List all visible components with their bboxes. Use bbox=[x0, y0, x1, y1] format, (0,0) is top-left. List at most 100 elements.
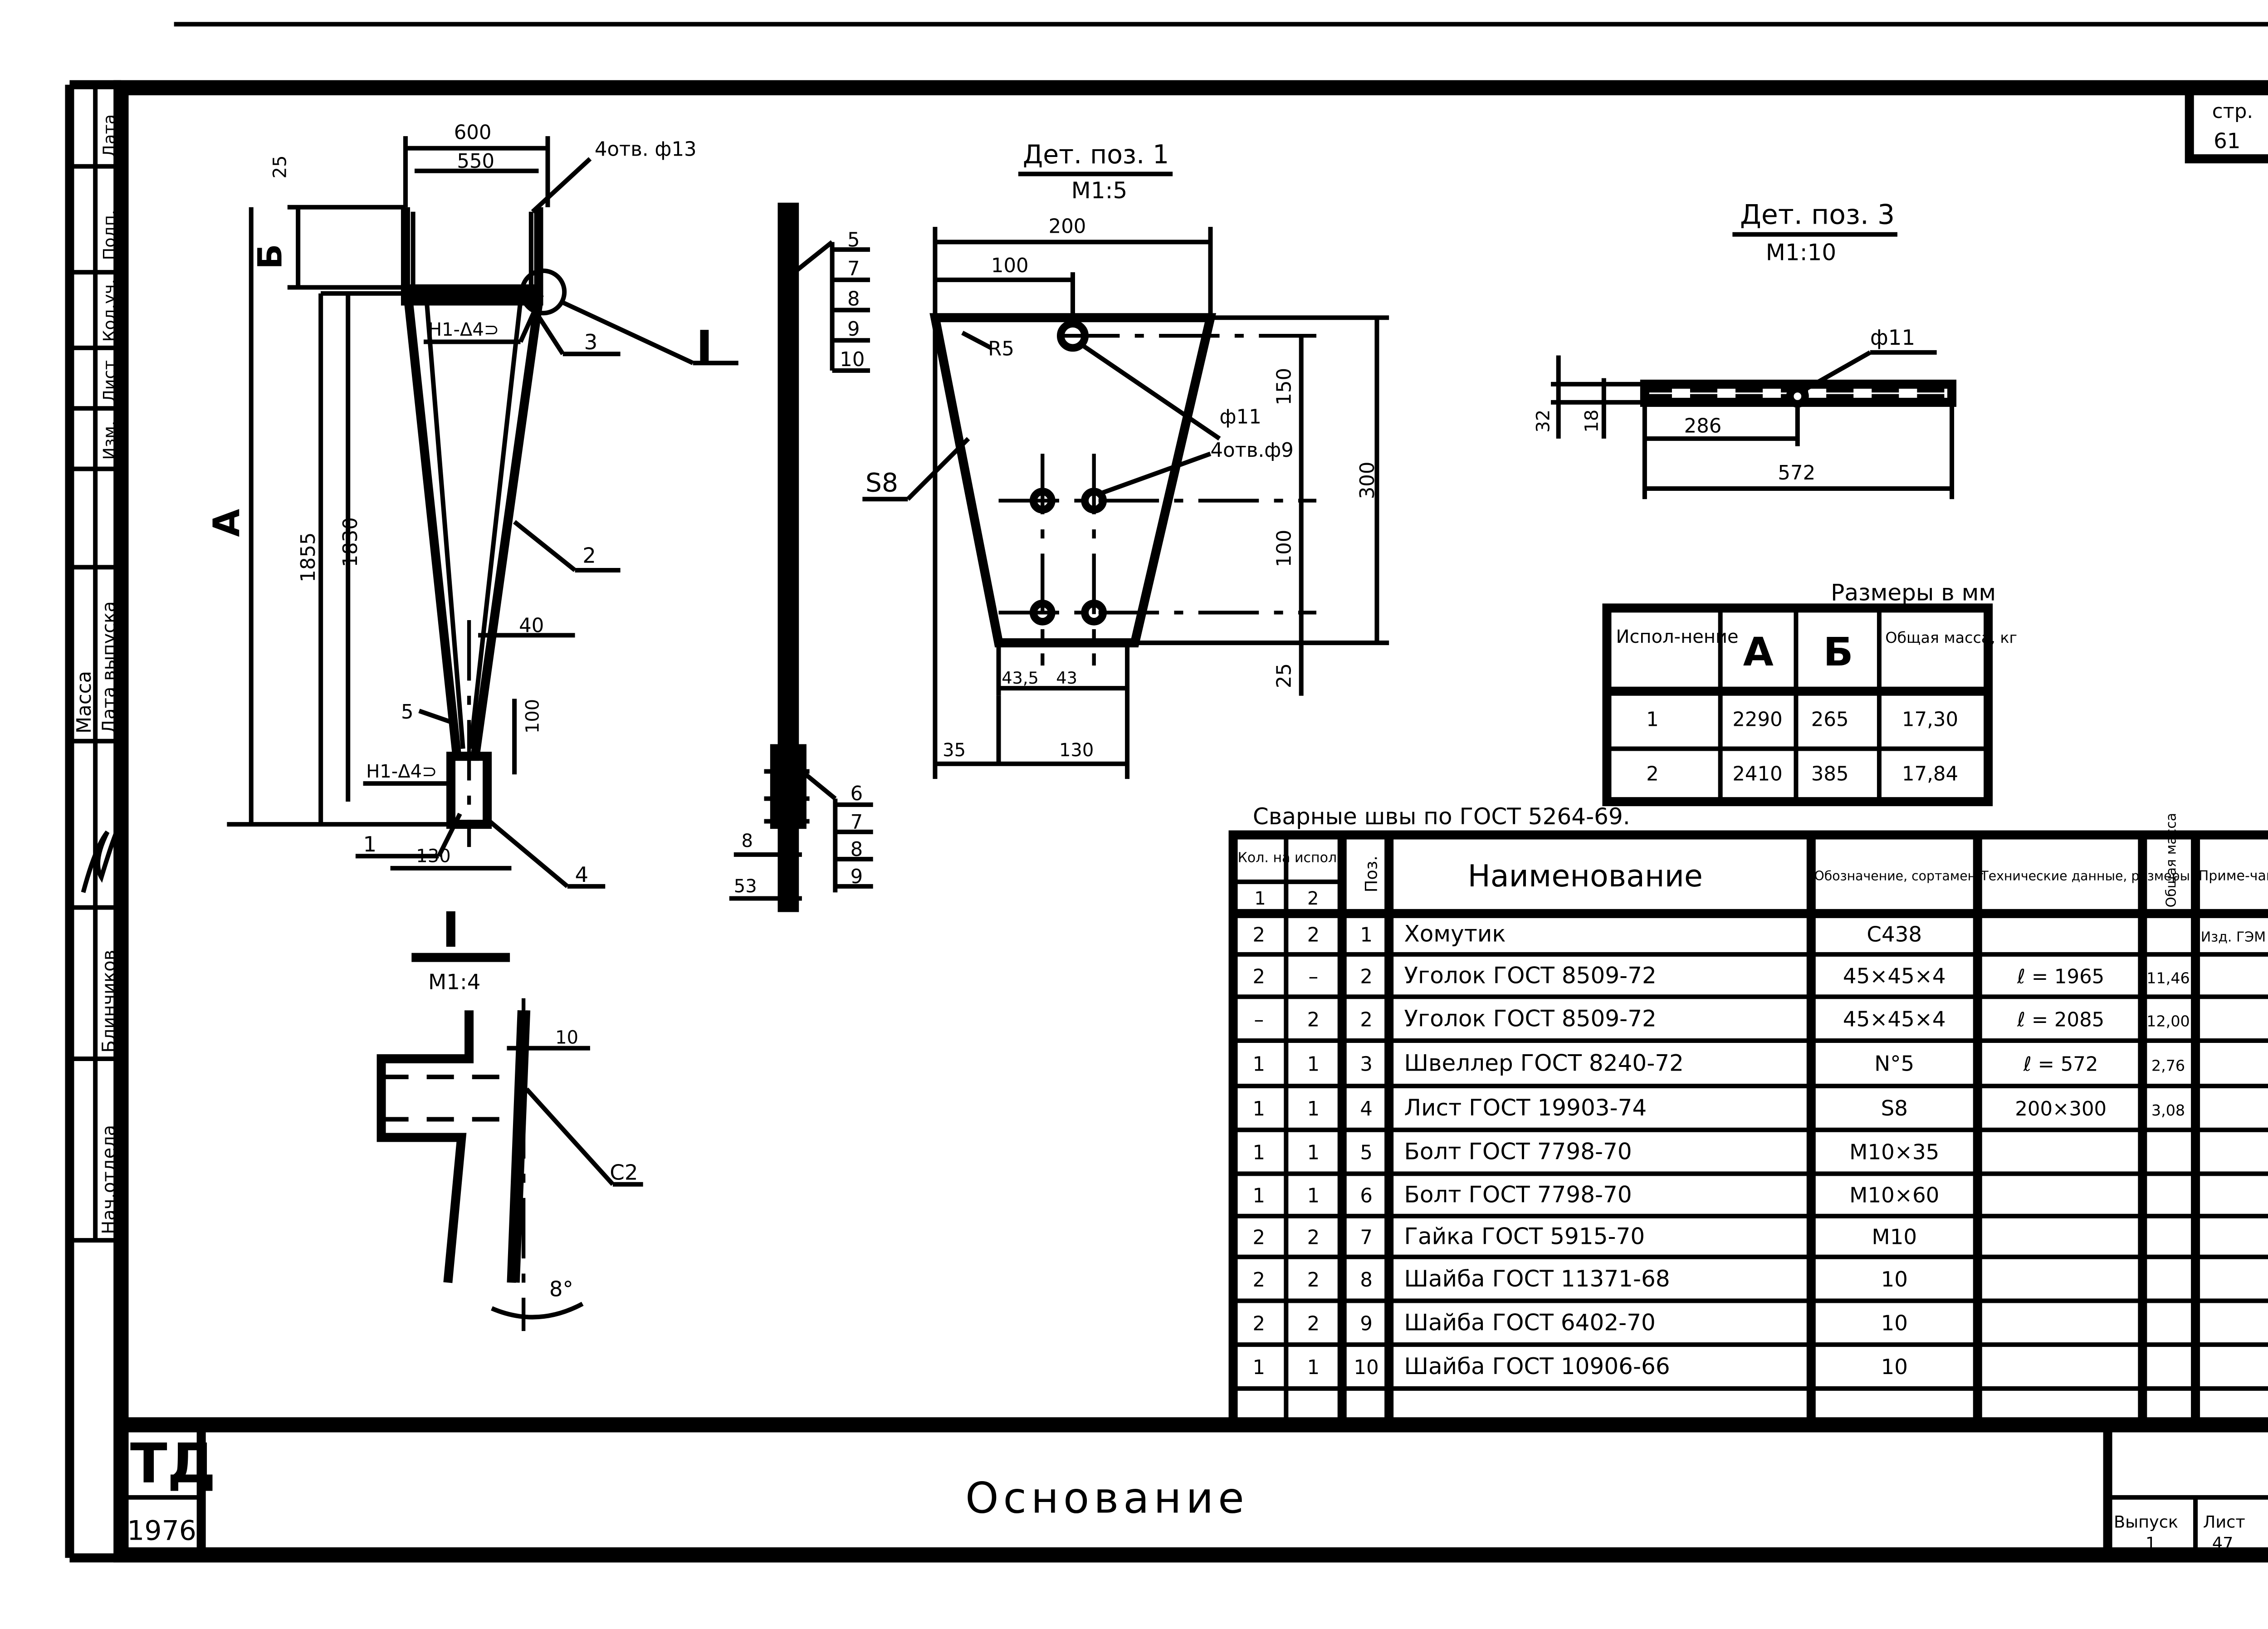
bom-cell-pos: 6 bbox=[1360, 1185, 1373, 1208]
bom-cell-qty2: 1 bbox=[1307, 1356, 1320, 1379]
title-block: ТД 1976 Основание Выпуск 1 Лист 47 bbox=[121, 1417, 2268, 1555]
side-callout-bottom-9: 9 bbox=[850, 866, 863, 888]
detail-3-scale: М1:10 bbox=[1766, 240, 1837, 266]
callout-detail-I: I bbox=[696, 321, 713, 374]
bom-cell-name: Шайба ГОСТ 11371-68 bbox=[1404, 1266, 1670, 1292]
title-sheet-label: Лист bbox=[2203, 1512, 2245, 1532]
detail-I-angle: 8° bbox=[549, 1277, 573, 1301]
detail-3-f11: ф11 bbox=[1870, 326, 1915, 350]
size-table-caption: Размеры в мм bbox=[1831, 580, 1996, 606]
bom-cell-qty2: 2 bbox=[1307, 1226, 1320, 1249]
dim-25: 25 bbox=[269, 156, 290, 179]
size-row-2-A: 2410 bbox=[1732, 763, 1782, 785]
detail-I: I М1:4 10 С2 8° bbox=[376, 902, 643, 1331]
size-header-B: Б bbox=[1823, 630, 1853, 675]
bom-cell-designation: 10 bbox=[1881, 1355, 1908, 1380]
detail-3-dim-18: 18 bbox=[1581, 410, 1602, 433]
bom-cell-designation: 10 bbox=[1881, 1267, 1908, 1292]
size-row-2-variant: 2 bbox=[1646, 763, 1659, 785]
detail-pos-1: Дет. поз. 1 М1:5 200 100 R5 ф11 4отв.ф9 … bbox=[862, 140, 1389, 779]
bom-cell-note: Изд. ГЭМ bbox=[2201, 929, 2266, 945]
detail-1-dim-25: 25 bbox=[1273, 663, 1295, 688]
detail-I-dim-10: 10 bbox=[555, 1027, 578, 1048]
stamp-label-name: Блинчиков bbox=[99, 950, 120, 1053]
bom-cell-pos: 8 bbox=[1360, 1269, 1373, 1291]
bom-cell-qty2: 1 bbox=[1307, 1185, 1320, 1208]
title-issue-label: Выпуск bbox=[2114, 1512, 2178, 1532]
bom-cell-tech: 200×300 bbox=[2015, 1098, 2107, 1120]
signature-mark bbox=[81, 830, 119, 893]
bom-cell-tech: ℓ = 1965 bbox=[2017, 965, 2104, 988]
bom-cell-pos: 5 bbox=[1360, 1142, 1373, 1164]
bom-cell-name: Болт ГОСТ 7798-70 bbox=[1404, 1139, 1632, 1165]
bom-cell-qty1: – bbox=[1254, 1008, 1264, 1031]
page-number: 61 bbox=[2214, 129, 2240, 154]
bom-cell-designation: 45×45×4 bbox=[1843, 1007, 1946, 1032]
bom-cell-name: Уголок ГОСТ 8509-72 bbox=[1404, 1005, 1657, 1032]
size-header-variant: Испол-нение bbox=[1616, 626, 1739, 647]
detail-1-holes: 4отв.ф9 bbox=[1211, 439, 1294, 462]
bom-cell-mass: 3,08 bbox=[2151, 1101, 2185, 1119]
bom-cell-qty1: 2 bbox=[1252, 924, 1265, 947]
stamp-label-mass: Масса bbox=[73, 671, 96, 734]
bom-cell-mass: 12,00 bbox=[2146, 1012, 2190, 1030]
bom-cell-qty1: 2 bbox=[1252, 1269, 1265, 1291]
bom-cell-pos: 2 bbox=[1360, 1008, 1373, 1031]
bom-cell-designation: М10×60 bbox=[1849, 1184, 1939, 1208]
title-sheet: 47 bbox=[2212, 1533, 2234, 1553]
detail-1-s8: S8 bbox=[865, 468, 898, 498]
detail-1-dim-300: 300 bbox=[1356, 462, 1379, 499]
dim-label-A: А bbox=[205, 509, 248, 537]
title-issue: 1 bbox=[2146, 1533, 2156, 1553]
detail-I-scale: М1:4 bbox=[428, 970, 480, 995]
bom-cell-name: Шайба ГОСТ 6402-70 bbox=[1404, 1309, 1656, 1335]
bom-cell-name: Швеллер ГОСТ 8240-72 bbox=[1404, 1050, 1684, 1076]
callout-pos-2: 2 bbox=[582, 543, 596, 568]
stamp-label-list: Лист bbox=[100, 360, 119, 402]
stamp-label-head: Нач.отдела bbox=[99, 1125, 120, 1234]
bom-cell-pos: 4 bbox=[1360, 1098, 1373, 1120]
bom-header-note: Приме-чание bbox=[2199, 868, 2268, 884]
callout-pos-3: 3 bbox=[584, 330, 598, 355]
bom-cell-designation: М10 bbox=[1872, 1225, 1917, 1249]
side-view: 5 7 8 9 10 6 7 8 9 8 53 bbox=[729, 202, 873, 912]
bom-cell-name: Хомутик bbox=[1404, 921, 1506, 947]
callout-pos-4: 4 bbox=[575, 863, 589, 887]
bom-cell-qty1: 1 bbox=[1252, 1053, 1265, 1076]
bom-cell-name: Болт ГОСТ 7798-70 bbox=[1404, 1182, 1632, 1208]
bom-cell-pos: 3 bbox=[1360, 1053, 1373, 1076]
bom-header-pos: Поз. bbox=[1361, 856, 1381, 892]
size-table: Размеры в мм Испол-нение А Б Общая масса… bbox=[1602, 580, 2017, 807]
bom-cell-qty1: 2 bbox=[1252, 1226, 1265, 1249]
detail-1-dim-100: 100 bbox=[991, 254, 1029, 277]
bom-header-qty2: 2 bbox=[1307, 888, 1319, 909]
bom-cell-pos: 9 bbox=[1360, 1312, 1373, 1335]
size-header-mass: Общая масса, кг bbox=[1885, 629, 2017, 646]
side-callout-bottom-6: 6 bbox=[850, 783, 863, 805]
drawing-title: Основание bbox=[965, 1473, 1249, 1523]
side-dim-53: 53 bbox=[734, 876, 757, 897]
dim-550: 550 bbox=[457, 150, 494, 173]
bom-cell-qty2: 2 bbox=[1307, 924, 1320, 947]
detail-3-dim-572: 572 bbox=[1778, 462, 1815, 484]
detail-1-dim-130: 130 bbox=[1059, 740, 1094, 761]
detail-1-dim-35: 35 bbox=[943, 740, 966, 761]
bom-header-qty: Кол. на испол. bbox=[1238, 850, 1341, 866]
weld-note-bottom: Н1-Δ4⊃ bbox=[366, 761, 437, 782]
detail-1-dim-100-v: 100 bbox=[1273, 530, 1295, 567]
detail-1-f11: ф11 bbox=[1220, 406, 1261, 429]
side-callout-bottom-8: 8 bbox=[850, 838, 863, 861]
stamp-label-sign: Подп. bbox=[100, 210, 119, 260]
bom-cell-qty1: 1 bbox=[1252, 1356, 1265, 1379]
side-callout-top-9: 9 bbox=[847, 318, 860, 341]
bom-header-mass: Общая масса bbox=[2164, 813, 2180, 908]
dim-100: 100 bbox=[522, 699, 543, 734]
bom-cell-qty1: 1 bbox=[1252, 1142, 1265, 1164]
dim-1855: 1855 bbox=[297, 532, 320, 582]
bom-cell-qty2: – bbox=[1309, 965, 1319, 988]
